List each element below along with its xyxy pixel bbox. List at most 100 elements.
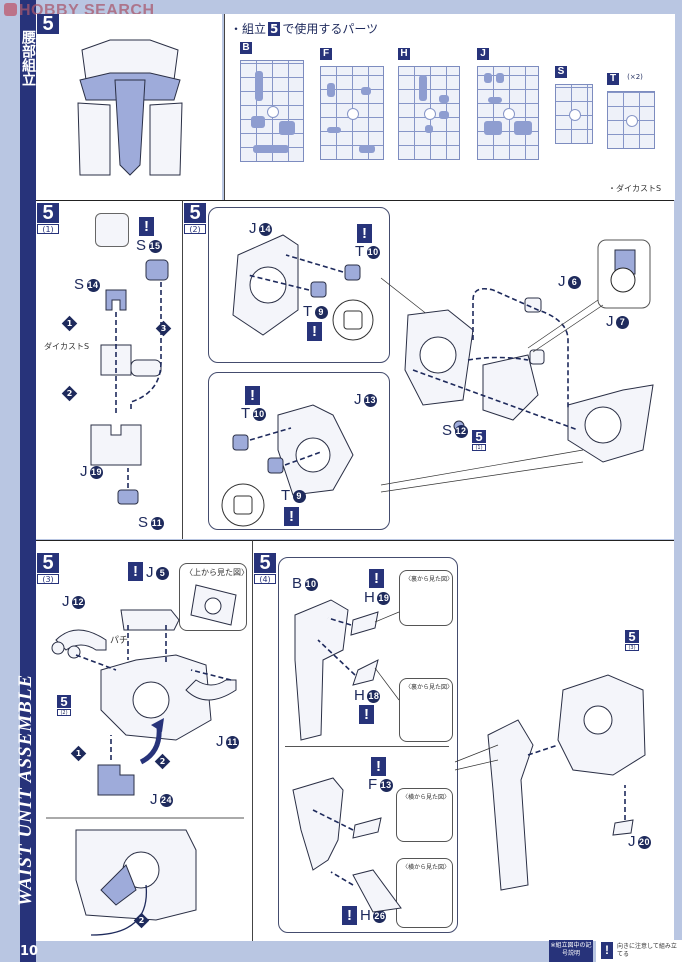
sidebar-strip — [20, 0, 36, 962]
part-j24 — [97, 764, 135, 796]
part-t9 — [310, 281, 327, 298]
warning-icon: ! — [342, 906, 357, 925]
step-5-4-illustration — [292, 599, 646, 913]
part-t10 — [344, 264, 361, 281]
main-step-badge: 5 — [37, 14, 59, 34]
warning-icon: ! — [369, 569, 384, 588]
substep-number: (2) — [184, 224, 206, 234]
warning-icon: ! — [307, 322, 322, 341]
step-number: 5 — [37, 203, 59, 223]
order-text-2: 2 — [66, 389, 73, 398]
substep-number: (1) — [37, 224, 59, 234]
skirt-assembly — [487, 719, 534, 891]
part-j7 — [529, 349, 545, 365]
step-number: 5 — [37, 14, 59, 34]
heading-prefix: ・組立 — [230, 22, 267, 36]
ref-badge-5-1: 5(1) — [472, 430, 486, 451]
part-j20 — [612, 819, 634, 836]
divider — [285, 746, 449, 747]
part-j6 — [524, 297, 542, 313]
order-text-2: 2 — [159, 757, 166, 766]
part-s14 — [105, 289, 127, 311]
inset-caption: 〈裏から見た図〉 — [405, 576, 454, 583]
ref-badge-5-3: 5(3) — [625, 630, 639, 651]
watermark-icon — [4, 3, 17, 16]
warning-icon: ! — [245, 386, 260, 405]
step-5-1-badge: 5(1) — [37, 203, 59, 234]
sprue-t: T (×2) — [607, 66, 655, 149]
part-h18 — [352, 659, 379, 686]
sub-assembly-5-1 — [482, 354, 539, 421]
page-number: 10 — [20, 944, 39, 959]
sprue-j: J — [477, 48, 539, 160]
waist-overview-illustration — [77, 39, 183, 176]
diecast-label: ダイカストS — [44, 342, 90, 351]
part-h26 — [352, 869, 402, 913]
sprue-letter: T — [607, 73, 619, 85]
order-text-1: 1 — [75, 749, 82, 758]
inset-caption: 〈裏から見た図〉 — [405, 684, 454, 691]
legend-desc-box — [596, 940, 682, 962]
heading-step-badge: 5 — [268, 22, 281, 36]
side-view-inset-2: 〈横から見た図〉 — [396, 858, 453, 928]
substep-number: (4) — [254, 574, 276, 584]
step-5-3-illustration — [46, 584, 244, 936]
heading-suffix: で使用するパーツ — [282, 22, 379, 36]
sprue-letter: B — [240, 42, 252, 54]
legend-title-box: ※組立図中の記号説明 — [549, 940, 593, 962]
substep-number: (3) — [37, 574, 59, 584]
warning-icon: ! — [284, 507, 299, 526]
inset-caption: 〈上から見た図〉 — [185, 568, 249, 577]
part-j19 — [90, 424, 142, 466]
step-number: 5 — [37, 553, 59, 573]
warning-icon: ! — [128, 562, 143, 581]
sprue-letter: S — [555, 66, 567, 78]
part-s15 — [145, 259, 169, 281]
ref-badge-5-2: 5(2) — [57, 695, 71, 716]
step-5-3-badge: 5(3) — [37, 553, 59, 584]
order-text-3: 3 — [160, 324, 167, 333]
part-t10 — [232, 434, 249, 451]
part-s11 — [117, 489, 139, 505]
step-number: 5 — [184, 203, 206, 223]
stand-hint-box — [95, 213, 129, 247]
rear-view-inset-1: 〈裏から見た図〉 — [399, 570, 453, 626]
sprue-f: F — [320, 48, 384, 160]
section-title-en: WAIST UNIT ASSEMBLE — [15, 673, 36, 907]
part-t9 — [267, 457, 284, 474]
step-5-4-badge: 5(4) — [254, 553, 276, 584]
warning-icon: ! — [359, 705, 374, 724]
step-5-2-badge: 5(2) — [184, 203, 206, 234]
order-text-2b: 2 — [138, 916, 145, 925]
warning-icon: ! — [371, 757, 386, 776]
part-b10 — [294, 599, 349, 741]
step-number: 5 — [254, 553, 276, 573]
inset-caption: 〈横から見た図〉 — [402, 794, 451, 801]
warning-icon-legend: ! — [601, 942, 613, 959]
snap-label: パチ — [110, 636, 129, 646]
part-h19 — [350, 611, 379, 636]
sprue-s: S — [555, 66, 593, 144]
rear-view-inset-2: 〈裏から見た図〉 — [399, 678, 453, 742]
section-title-jp: 腰部組立 — [20, 30, 36, 86]
